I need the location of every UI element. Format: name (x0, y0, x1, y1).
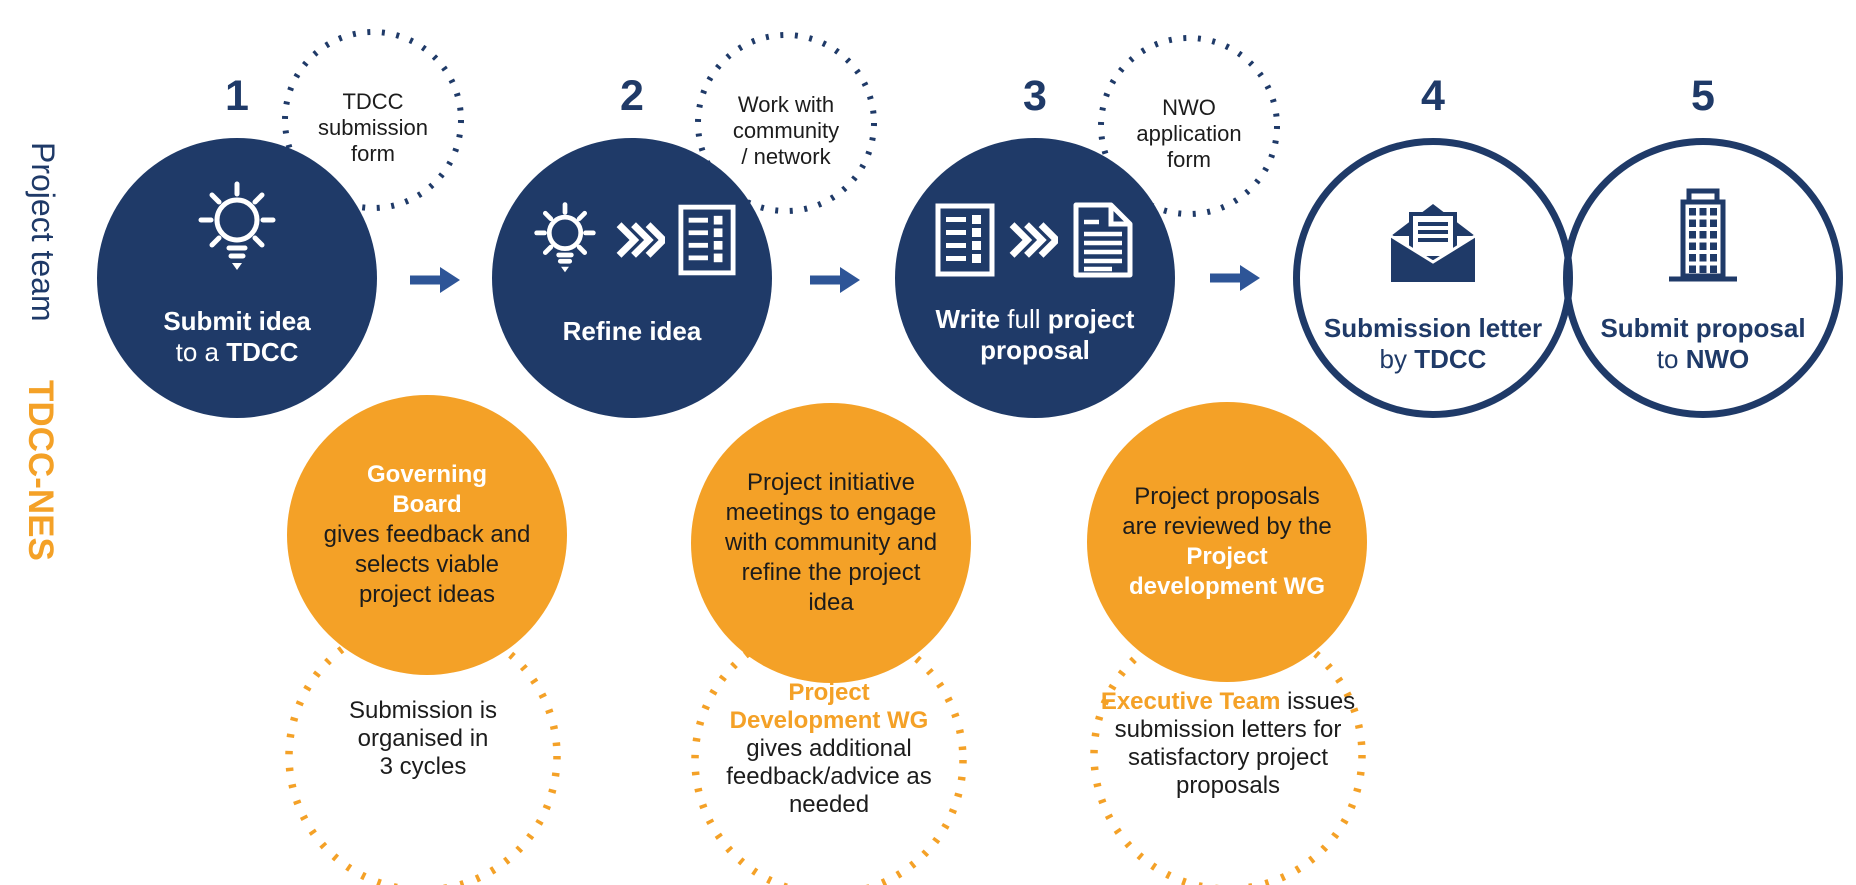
triple-chevron-icon (1009, 222, 1058, 258)
step-4-icons (1300, 185, 1566, 295)
dotted-circle-outline (691, 622, 967, 885)
step-2-circle: Refine idea (492, 138, 772, 418)
arrow-right-icon (410, 267, 460, 293)
dotted-circle-outline (285, 618, 561, 885)
step-3-icons (895, 190, 1175, 290)
step-number: 4 (1421, 72, 1445, 120)
step-3: 3 (895, 72, 1175, 418)
lane-label-project-team: Project team (25, 142, 61, 322)
dotted-circle-outline (1090, 617, 1366, 885)
step-number: 3 (1023, 72, 1047, 120)
form-icon (678, 204, 736, 276)
step-title: Refine idea (562, 316, 702, 346)
step-number: 2 (620, 72, 644, 120)
arrow-right-icon (1210, 265, 1260, 291)
lane-label-tdcc-nes: TDCC-NES (21, 380, 60, 561)
step-2-icons (492, 190, 772, 290)
lightbulb-icon (198, 181, 276, 270)
lightbulb-icon (534, 202, 596, 273)
dotted-circle-outline (695, 32, 877, 214)
form-icon (935, 203, 995, 277)
arrow-right-icon (810, 267, 860, 293)
document-icon (1073, 202, 1133, 278)
dotted-circle-outline (282, 29, 464, 211)
step-5-icons (1570, 177, 1836, 291)
step-1-icons (97, 172, 377, 286)
step-number: 5 (1691, 72, 1715, 120)
step-number: 1 (225, 72, 249, 120)
office-building-icon (1669, 188, 1737, 282)
step-2: 2 (492, 72, 772, 418)
dotted-circle-outline (1098, 35, 1280, 217)
triple-chevron-icon (616, 222, 665, 258)
open-envelope-letter-icon (1390, 204, 1476, 282)
